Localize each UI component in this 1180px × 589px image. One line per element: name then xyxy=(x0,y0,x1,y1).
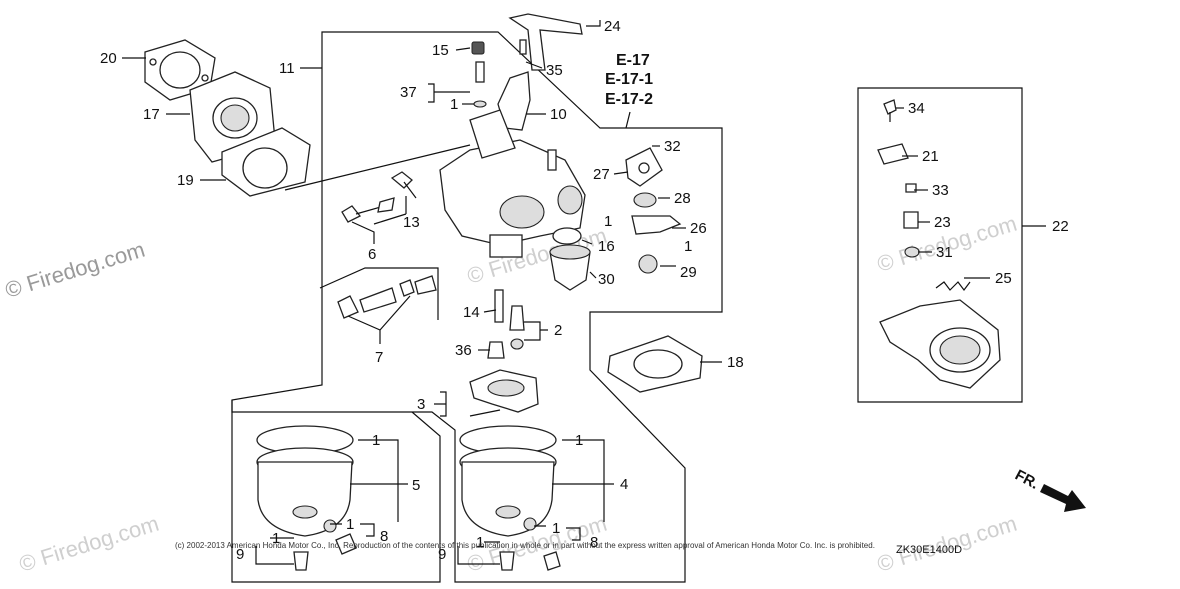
callout-19: 19 xyxy=(177,172,194,189)
callout-1: 1 xyxy=(372,432,380,449)
callout-30: 30 xyxy=(598,271,615,288)
part-3-float xyxy=(469,369,539,417)
part-22-intake-assembly xyxy=(877,99,1001,389)
part-4-float-chamber xyxy=(459,425,561,571)
parts-right-cluster xyxy=(549,147,682,291)
callout-16: 16 xyxy=(598,238,615,255)
drawing-code: ZK30E1400D xyxy=(896,544,962,556)
callout-15: 15 xyxy=(432,42,449,59)
direction-label: FR. xyxy=(1012,467,1041,493)
callout-7: 7 xyxy=(375,349,383,366)
callout-35: 35 xyxy=(546,62,563,79)
reference-e17-2: E-17-2 xyxy=(605,91,653,108)
callout-9: 9 xyxy=(438,546,446,563)
callout-23: 23 xyxy=(934,214,951,231)
callout-24: 24 xyxy=(604,18,621,35)
callout-8: 8 xyxy=(380,528,388,545)
callout-22: 22 xyxy=(1052,218,1069,235)
parts-2-14-36-jets xyxy=(487,289,525,359)
callout-6: 6 xyxy=(368,246,376,263)
part-5-float-chamber xyxy=(256,425,357,571)
callout-2: 2 xyxy=(554,322,562,339)
callout-numbers: 20 17 19 11 15 37 1 10 24 35 E-17 E-17-1… xyxy=(100,18,1069,563)
callout-36: 36 xyxy=(455,342,472,359)
front-direction-arrow: FR. xyxy=(1012,467,1086,512)
part-24-choke-lever xyxy=(508,13,583,71)
callout-8: 8 xyxy=(590,534,598,551)
callout-34: 34 xyxy=(908,100,925,117)
callout-31: 31 xyxy=(936,244,953,261)
callout-29: 29 xyxy=(680,264,697,281)
callout-37: 37 xyxy=(400,84,417,101)
callout-21: 21 xyxy=(922,148,939,165)
callout-25: 25 xyxy=(995,270,1012,287)
callout-13: 13 xyxy=(403,214,420,231)
reference-e17: E-17 xyxy=(616,52,650,69)
callout-1: 1 xyxy=(684,238,692,255)
callout-1: 1 xyxy=(346,516,354,533)
parts-15-37 xyxy=(471,41,487,108)
part-17-insulator xyxy=(189,71,276,163)
callout-1: 1 xyxy=(575,432,583,449)
part-19-gasket xyxy=(221,127,311,197)
callout-20: 20 xyxy=(100,50,117,67)
callout-11: 11 xyxy=(279,60,295,77)
part-7-pilot-screw xyxy=(337,275,437,319)
callout-1: 1 xyxy=(450,96,458,113)
reference-e17-1: E-17-1 xyxy=(605,71,653,88)
callout-1: 1 xyxy=(476,534,484,551)
carburetor-body xyxy=(439,109,586,258)
part-18-gasket xyxy=(607,335,703,393)
callout-1: 1 xyxy=(272,530,280,547)
callout-17: 17 xyxy=(143,106,160,123)
callout-18: 18 xyxy=(727,354,744,371)
callout-26: 26 xyxy=(690,220,707,237)
callout-1: 1 xyxy=(552,520,560,537)
parts-6-13-screws xyxy=(341,171,417,223)
copyright-notice: (c) 2002-2013 American Honda Motor Co., … xyxy=(175,541,875,550)
callout-14: 14 xyxy=(463,304,480,321)
callout-27: 27 xyxy=(593,166,610,183)
callout-3: 3 xyxy=(417,396,425,413)
leader-lines xyxy=(122,20,1046,565)
callout-1: 1 xyxy=(604,213,612,230)
watermark: © Firedog.com xyxy=(16,511,162,577)
callout-33: 33 xyxy=(932,182,949,199)
group-frames xyxy=(231,31,1023,583)
callout-28: 28 xyxy=(674,190,691,207)
watermark-main: © Firedog.com xyxy=(2,237,148,303)
callout-32: 32 xyxy=(664,138,681,155)
callout-9: 9 xyxy=(236,546,244,563)
part-10-throttle-lever xyxy=(497,71,531,131)
part-20-gasket xyxy=(144,39,216,101)
callout-4: 4 xyxy=(620,476,628,493)
callout-5: 5 xyxy=(412,477,420,494)
callout-10: 10 xyxy=(550,106,567,123)
